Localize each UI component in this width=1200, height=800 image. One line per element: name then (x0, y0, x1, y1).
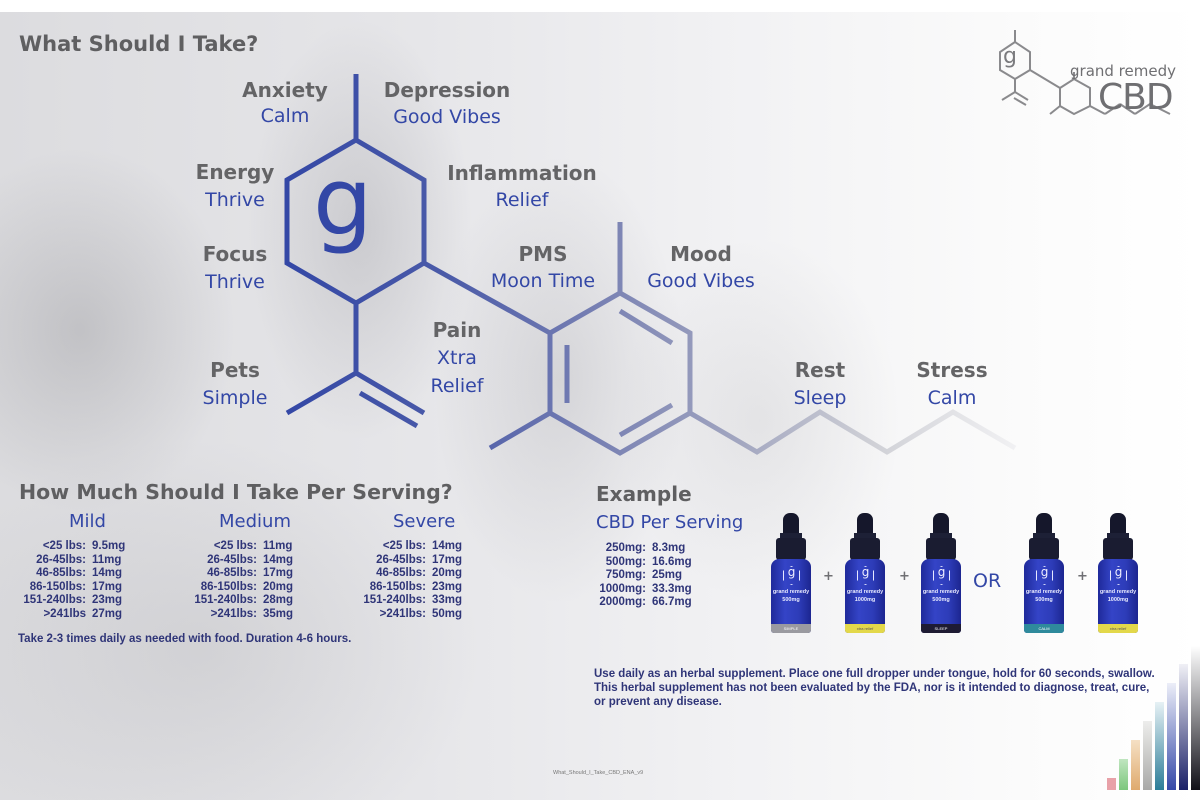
disclaimer-line-2: This herbal supplement has not been eval… (594, 682, 1150, 694)
disclaimer: Use daily as an herbal supplement. Place… (594, 667, 1155, 709)
or-separator: OR (973, 570, 1002, 592)
molecule-logo-mark: g (313, 148, 373, 257)
bottle-label-band: xtra relief (845, 624, 885, 633)
hexagon-logo-icon (1036, 566, 1053, 585)
condition-name: Pets (210, 358, 260, 382)
bottle-label-band: SLEEP (921, 624, 961, 633)
condition-name: Mood (670, 242, 732, 266)
color-bar (1155, 702, 1164, 790)
disclaimer-line-1: Use daily as an herbal supplement. Place… (594, 668, 1155, 680)
condition-name: Stress (916, 358, 988, 382)
logo-mark: g (1003, 44, 1017, 69)
hexagon-logo-icon (933, 566, 950, 585)
dropper-cap-icon (933, 513, 949, 535)
logo-brand-name: grand remedy (1070, 62, 1176, 80)
table-row: 26-45lbs:17mg (376, 553, 463, 566)
column-header-medium: Medium (219, 511, 291, 532)
hexagon-logo-icon (783, 566, 800, 585)
condition-name: Rest (794, 358, 846, 382)
table-row: 151-240lbs:28mg (194, 594, 294, 607)
product-name: Relief (495, 189, 549, 211)
table-row: 26-45lbs:11mg (36, 553, 122, 566)
disclaimer-line-3: or prevent any disease. (594, 696, 722, 708)
bottle-label-band: SIMPLE (771, 624, 811, 633)
dosage-table-severe: <25 lbs:14mg 26-45lbs:17mg 46-85lbs:20mg… (354, 540, 462, 622)
dropper-cap-icon (1036, 513, 1052, 535)
product-name: Simple (202, 387, 268, 409)
table-row: 151-240lbs:33mg (363, 594, 463, 607)
condition-name: Depression (383, 78, 511, 102)
condition-name: Focus (202, 242, 268, 266)
table-row: 1000mg:33.3mg (599, 582, 692, 595)
table-row: >241lbs:35mg (210, 607, 294, 620)
condition-name: Inflammation (447, 161, 597, 185)
bottle-label-band: xtra relief (1098, 624, 1138, 633)
example-subtitle: CBD Per Serving (596, 512, 744, 533)
color-bar (1131, 740, 1140, 790)
product-name: Calm (260, 105, 310, 127)
brand-logo: g grand remedy CBD (990, 22, 1200, 132)
condition-name: Energy (195, 160, 275, 184)
dosage-table-mild: <25 lbs:9.5mg 26-45lbs:11mg 46-85lbs:14m… (16, 540, 125, 622)
table-row: 46-85lbs:14mg (36, 567, 123, 580)
color-bar (1191, 646, 1200, 790)
color-bar (1143, 721, 1152, 790)
bottle-label-band: CALM (1024, 624, 1064, 633)
table-row: <25 lbs:11mg (213, 540, 293, 552)
table-row: 46-85lbs:20mg (376, 567, 463, 580)
example-title: Example (596, 482, 692, 506)
table-row: 750mg:25mg (605, 569, 683, 582)
product-name: Xtra (437, 347, 477, 369)
product-name: Moon Time (490, 270, 596, 292)
plus-sign: + (1077, 569, 1088, 584)
corner-color-bars (1107, 646, 1200, 790)
product-name-line2: Relief (430, 375, 484, 397)
hexagon-logo-icon (857, 566, 874, 585)
table-row: 151-240lbs:23mg (23, 594, 123, 607)
dosage-note: Take 2-3 times daily as needed with food… (18, 633, 352, 645)
product-name: Good Vibes (647, 270, 755, 292)
color-bar (1107, 778, 1116, 790)
color-bar (1119, 759, 1128, 790)
product-name: Thrive (205, 189, 265, 211)
condition-name: Pain (432, 318, 482, 342)
product-name: Thrive (205, 271, 265, 293)
column-header-severe: Severe (393, 511, 456, 532)
logo-product-name: CBD (1098, 77, 1174, 118)
page-title: What Should I Take? (19, 32, 259, 56)
dosage-table-medium: <25 lbs:11mg 26-45lbs:14mg 46-85lbs:17mg… (185, 540, 293, 622)
product-name: Good Vibes (393, 106, 501, 128)
dropper-cap-icon (1110, 513, 1126, 535)
logo-molecule-icon (999, 30, 1171, 116)
color-bar (1167, 683, 1176, 790)
dropper-cap-icon (857, 513, 873, 535)
condition-name: PMS (518, 242, 568, 266)
table-row: 250mg:8.3mg (605, 542, 686, 554)
plus-sign: + (823, 569, 834, 584)
table-row: 86-150lbs:17mg (29, 580, 123, 593)
column-header-mild: Mild (69, 511, 106, 532)
table-row: 86-150lbs:23mg (369, 580, 463, 593)
color-bar (1179, 664, 1188, 790)
plus-sign: + (899, 569, 910, 584)
table-row: <25 lbs:14mg (382, 540, 463, 552)
table-row: 2000mg:66.7mg (599, 596, 692, 609)
table-row: <25 lbs:9.5mg (42, 540, 126, 552)
table-row: 46-85lbs:17mg (207, 567, 294, 580)
dropper-cap-icon (783, 513, 799, 535)
file-id-label: What_Should_I_Take_CBD_ENA_v9 (553, 770, 644, 776)
product-name: Calm (927, 387, 977, 409)
product-name: Sleep (793, 387, 847, 409)
top-band (0, 0, 1200, 12)
condition-name: Anxiety (242, 78, 328, 102)
table-row: 26-45lbs:14mg (207, 553, 294, 566)
hexagon-logo-icon (1110, 566, 1127, 585)
table-row: >241lbs:50mg (379, 607, 463, 620)
dosage-title: How Much Should I Take Per Serving? (19, 480, 453, 504)
table-row: 86-150lbs:20mg (200, 580, 294, 593)
cbd-per-serving-table: 250mg:8.3mg 500mg:16.6mg 750mg:25mg 1000… (598, 542, 692, 610)
table-row: 500mg:16.6mg (605, 555, 692, 568)
